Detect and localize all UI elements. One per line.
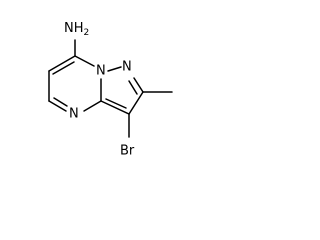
bond-c3-c3a — [100, 100, 130, 115]
bond-c2-c3 — [128, 91, 144, 115]
bond-n8-n1 — [107, 66, 122, 72]
amine-label: NH2 — [64, 21, 89, 38]
bond-c5-n4-double — [53, 97, 68, 107]
amine-subscript: 2 — [84, 28, 90, 38]
bond-layer — [48, 39, 173, 138]
bond-n8-c7 — [74, 55, 95, 67]
pyrimidine-nitrogen-label: N — [69, 107, 79, 122]
amine-symbol: NH — [64, 21, 84, 36]
bond-c3-c3a-double — [105, 98, 127, 109]
bond-c7-c6 — [48, 55, 76, 72]
bond-c7-c6-double — [52, 61, 75, 75]
pyrazole-nitrogen-label: N — [122, 60, 132, 75]
bridgehead-nitrogen-label: N — [96, 64, 106, 79]
bond-n1-c2-double — [128, 80, 138, 95]
atom-label-layer: NH2 N N N Br — [64, 21, 135, 159]
chemical-structure-diagram: NH2 N N N Br — [48, 21, 173, 159]
bond-n4-c3a — [83, 100, 102, 112]
bond-c5-n4 — [48, 100, 67, 112]
bromine-label: Br — [120, 144, 135, 159]
bond-n1-c2 — [133, 77, 144, 93]
